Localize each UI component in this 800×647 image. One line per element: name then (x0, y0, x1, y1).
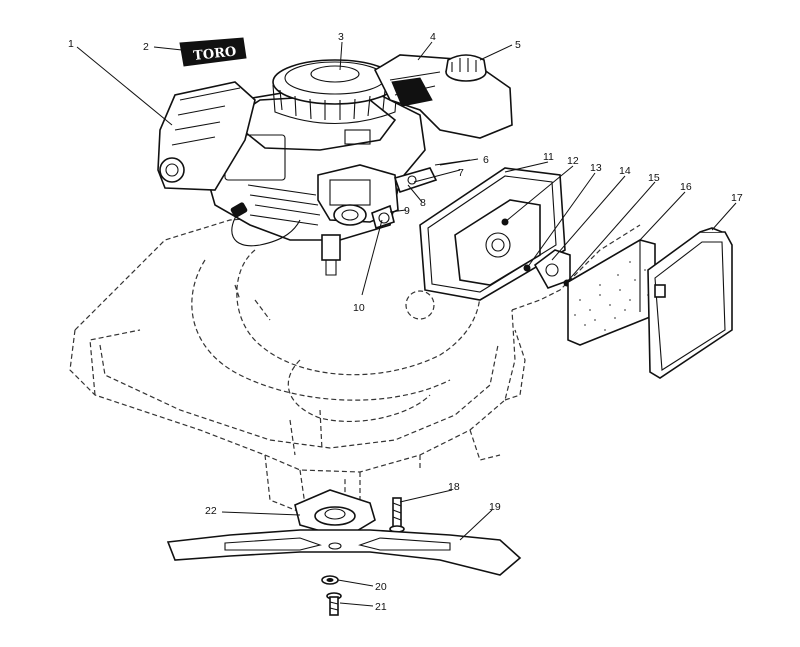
muffler (157, 81, 256, 191)
carburetor (317, 159, 471, 230)
callout-5: 5 (515, 39, 521, 51)
callout-7: 7 (458, 167, 464, 179)
air-filter-element (567, 239, 656, 346)
callout-12: 12 (567, 155, 579, 167)
leader-lines (76, 41, 737, 607)
callout-10: 10 (353, 302, 365, 314)
callout-6: 6 (483, 154, 489, 166)
air-cleaner-body (419, 167, 566, 301)
callout-labels: 1 2 3 4 5 6 7 8 9 10 11 12 13 14 15 16 1… (68, 31, 743, 613)
blade (166, 529, 522, 576)
callout-17: 17 (731, 192, 743, 204)
callout-1: 1 (68, 38, 74, 50)
callout-2: 2 (143, 41, 149, 53)
callout-8: 8 (420, 197, 426, 209)
callout-9: 9 (404, 205, 410, 217)
blade-screw (326, 592, 342, 616)
callout-16: 16 (680, 181, 692, 193)
callout-21: 21 (375, 601, 387, 613)
callout-20: 20 (375, 581, 387, 593)
callout-11: 11 (543, 151, 554, 163)
callout-18: 18 (448, 481, 460, 493)
callout-22: 22 (205, 505, 217, 517)
blade-adapter (294, 489, 376, 539)
callout-3: 3 (338, 31, 344, 43)
toro-logo-text: TORO (193, 45, 237, 64)
callout-19: 19 (489, 501, 501, 513)
callout-14: 14 (619, 165, 631, 177)
callout-15: 15 (648, 172, 660, 184)
air-cleaner-cover (647, 227, 733, 379)
callout-13: 13 (590, 162, 602, 174)
callout-4: 4 (430, 31, 436, 43)
toro-decal: TORO (179, 37, 247, 67)
fuel-cap (445, 54, 487, 82)
blade-bolt (389, 497, 405, 533)
blade-washer (321, 575, 339, 585)
